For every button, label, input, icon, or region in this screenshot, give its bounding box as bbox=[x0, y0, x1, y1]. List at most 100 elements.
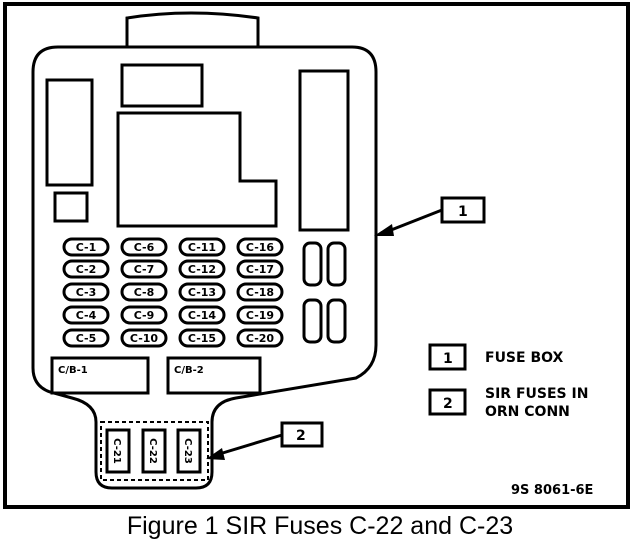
fuse-body bbox=[178, 237, 226, 257]
fuse-body bbox=[120, 237, 168, 257]
fuse-label: C-2 bbox=[76, 263, 97, 276]
sir-fuse-label: C-21 bbox=[111, 438, 122, 464]
fuse-slot: C-10 bbox=[120, 328, 168, 348]
fuse-slot: C-3 bbox=[62, 282, 110, 302]
legend-number: 2 bbox=[443, 396, 453, 412]
fuse-slot: C-17 bbox=[236, 259, 284, 279]
fuse-slot: C-5 bbox=[62, 328, 110, 348]
circuit-breaker-box bbox=[166, 356, 262, 395]
fuse-label: C-4 bbox=[76, 309, 97, 322]
fuse-slot: C-18 bbox=[236, 282, 284, 302]
legend-number-box bbox=[428, 388, 467, 416]
sir-fuse-body bbox=[105, 428, 131, 474]
fuse-body bbox=[120, 282, 168, 302]
fuse-label: C-5 bbox=[76, 332, 97, 345]
figure-frame bbox=[3, 2, 630, 509]
fuse-slot: C-9 bbox=[120, 305, 168, 325]
fuse-label: C-6 bbox=[134, 241, 155, 254]
fuse-body bbox=[236, 328, 284, 348]
sir-fuse-label: C-22 bbox=[147, 438, 158, 464]
right-side-fuse bbox=[302, 298, 323, 344]
callout-number-1: 1 bbox=[458, 204, 468, 220]
fuse-body bbox=[178, 259, 226, 279]
fuse-label: C-16 bbox=[246, 241, 275, 254]
callout-box-1 bbox=[440, 196, 486, 224]
sir-fuse: C-22 bbox=[141, 428, 167, 474]
fuse-body bbox=[62, 305, 110, 325]
fuse-slot: C-8 bbox=[120, 282, 168, 302]
fuse-label: C-14 bbox=[188, 309, 217, 322]
left-tall-relay bbox=[45, 78, 94, 187]
top-center-relay bbox=[120, 63, 204, 108]
sir-connector-outline bbox=[100, 421, 209, 481]
fuse-body bbox=[178, 305, 226, 325]
callout-number-2: 2 bbox=[296, 428, 306, 444]
fuse-body bbox=[120, 328, 168, 348]
fuse-body bbox=[62, 237, 110, 257]
arrowhead-icon bbox=[374, 224, 394, 236]
legend-number: 1 bbox=[443, 351, 453, 367]
legend-label: FUSE BOX bbox=[485, 350, 564, 366]
fuse-body bbox=[178, 328, 226, 348]
right-side-fuse bbox=[326, 241, 347, 287]
fuse-label: C-3 bbox=[76, 286, 97, 299]
center-module bbox=[116, 111, 278, 228]
callout-arrow-1 bbox=[385, 208, 443, 234]
fuse-slot: C-4 bbox=[62, 305, 110, 325]
fuse-label: C-11 bbox=[188, 241, 216, 254]
fuse-label: C-19 bbox=[246, 309, 274, 322]
fuse-label: C-18 bbox=[246, 286, 274, 299]
fuse-slot: C-15 bbox=[178, 328, 226, 348]
sir-fuse: C-23 bbox=[176, 428, 202, 474]
circuit-breaker-label: C/B-2 bbox=[174, 365, 204, 376]
fuse-body bbox=[62, 328, 110, 348]
fuse-label: C-9 bbox=[134, 309, 155, 322]
legend-label: ORN CONN bbox=[485, 404, 570, 420]
fuse-label: C-7 bbox=[134, 263, 155, 276]
callout-arrow-2 bbox=[215, 433, 283, 457]
fuse-slot: C-7 bbox=[120, 259, 168, 279]
sir-fuse-label: C-23 bbox=[182, 438, 193, 464]
right-tall-relay bbox=[298, 69, 350, 232]
callout-box-2 bbox=[280, 421, 324, 448]
fuse-label: C-10 bbox=[130, 332, 159, 345]
figure-caption: Figure 1 SIR Fuses C-22 and C-23 bbox=[126, 512, 514, 540]
fuse-body bbox=[236, 282, 284, 302]
fuse-label: C-12 bbox=[188, 263, 216, 276]
fuse-label: C-15 bbox=[188, 332, 216, 345]
fuse-body bbox=[120, 259, 168, 279]
fuse-slot: C-1 bbox=[62, 237, 110, 257]
sir-fuse-group: C-21 C-22 C-23 bbox=[105, 428, 202, 474]
sir-fuse-body bbox=[141, 428, 167, 474]
legend-label: SIR FUSES IN bbox=[485, 386, 588, 402]
fuse-slot: C-11 bbox=[178, 237, 226, 257]
small-relay bbox=[53, 191, 89, 223]
fuse-label: C-20 bbox=[246, 332, 275, 345]
sir-fuse-body bbox=[176, 428, 202, 474]
fuse-slot: C-13 bbox=[178, 282, 226, 302]
fuse-slot: C-16 bbox=[236, 237, 284, 257]
fuse-body bbox=[236, 237, 284, 257]
fuse-slot: C-19 bbox=[236, 305, 284, 325]
figure-code: 9S 8061-6E bbox=[511, 483, 593, 498]
fuse-label: C-13 bbox=[188, 286, 216, 299]
fuse-slot: C-12 bbox=[178, 259, 226, 279]
right-side-fuse bbox=[326, 298, 347, 344]
arrowhead-icon bbox=[206, 448, 225, 460]
fuse-slot: C-14 bbox=[178, 305, 226, 325]
fuse-body bbox=[120, 305, 168, 325]
fuse-slot: C-20 bbox=[236, 328, 284, 348]
fuse-label: C-8 bbox=[134, 286, 155, 299]
fuse-body bbox=[236, 259, 284, 279]
fuse-grid: C-1C-2C-3C-4C-5C-6C-7C-8C-9C-10C-11C-12C… bbox=[62, 237, 284, 348]
fuse-slot: C-2 bbox=[62, 259, 110, 279]
fuse-body bbox=[178, 282, 226, 302]
right-side-fuse bbox=[302, 241, 323, 287]
fuse-slot: C-6 bbox=[120, 237, 168, 257]
sir-fuse: C-21 bbox=[105, 428, 131, 474]
fuse-body bbox=[236, 305, 284, 325]
circuit-breaker-label: C/B-1 bbox=[58, 365, 88, 376]
fuse-label: C-17 bbox=[246, 263, 274, 276]
fuse-body bbox=[62, 282, 110, 302]
